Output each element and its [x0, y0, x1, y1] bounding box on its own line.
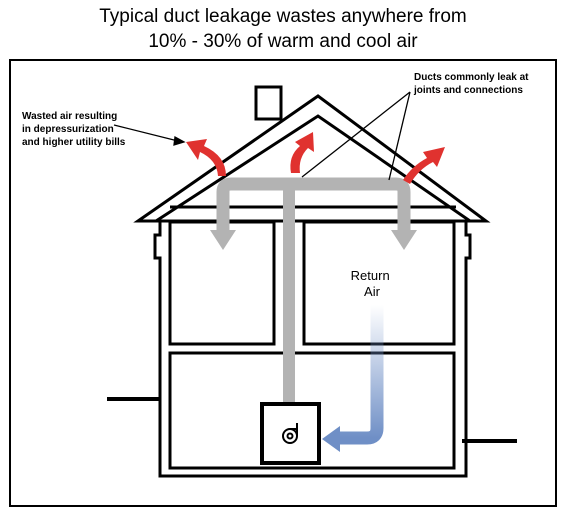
furnace-fan-icon [282, 423, 298, 444]
supply-arrow-right [391, 230, 417, 250]
chimney [254, 85, 283, 121]
supply-duct-vertical [283, 186, 295, 406]
leak-arrow-left [186, 139, 226, 176]
leak-arrow-right [403, 147, 445, 184]
leak-arrow-center [290, 132, 314, 173]
frame-border [9, 59, 557, 507]
pointer-lines [113, 91, 411, 181]
label-return-air: Return Air [351, 268, 394, 299]
title-line-2: 10% - 30% of warm and cool air [148, 31, 418, 52]
label-ducts-leak: Ducts commonly leak at joints and connec… [413, 72, 531, 96]
diagram-title: Typical duct leakage wastes anywhere fro… [0, 4, 566, 54]
title-line-1: Typical duct leakage wastes anywhere fro… [99, 6, 467, 27]
supply-arrow-left [210, 230, 236, 250]
return-air-arrow [322, 305, 384, 452]
supply-duct-horizontal [210, 177, 417, 250]
label-wasted-air: Wasted air resulting in depressurization… [22, 111, 126, 148]
